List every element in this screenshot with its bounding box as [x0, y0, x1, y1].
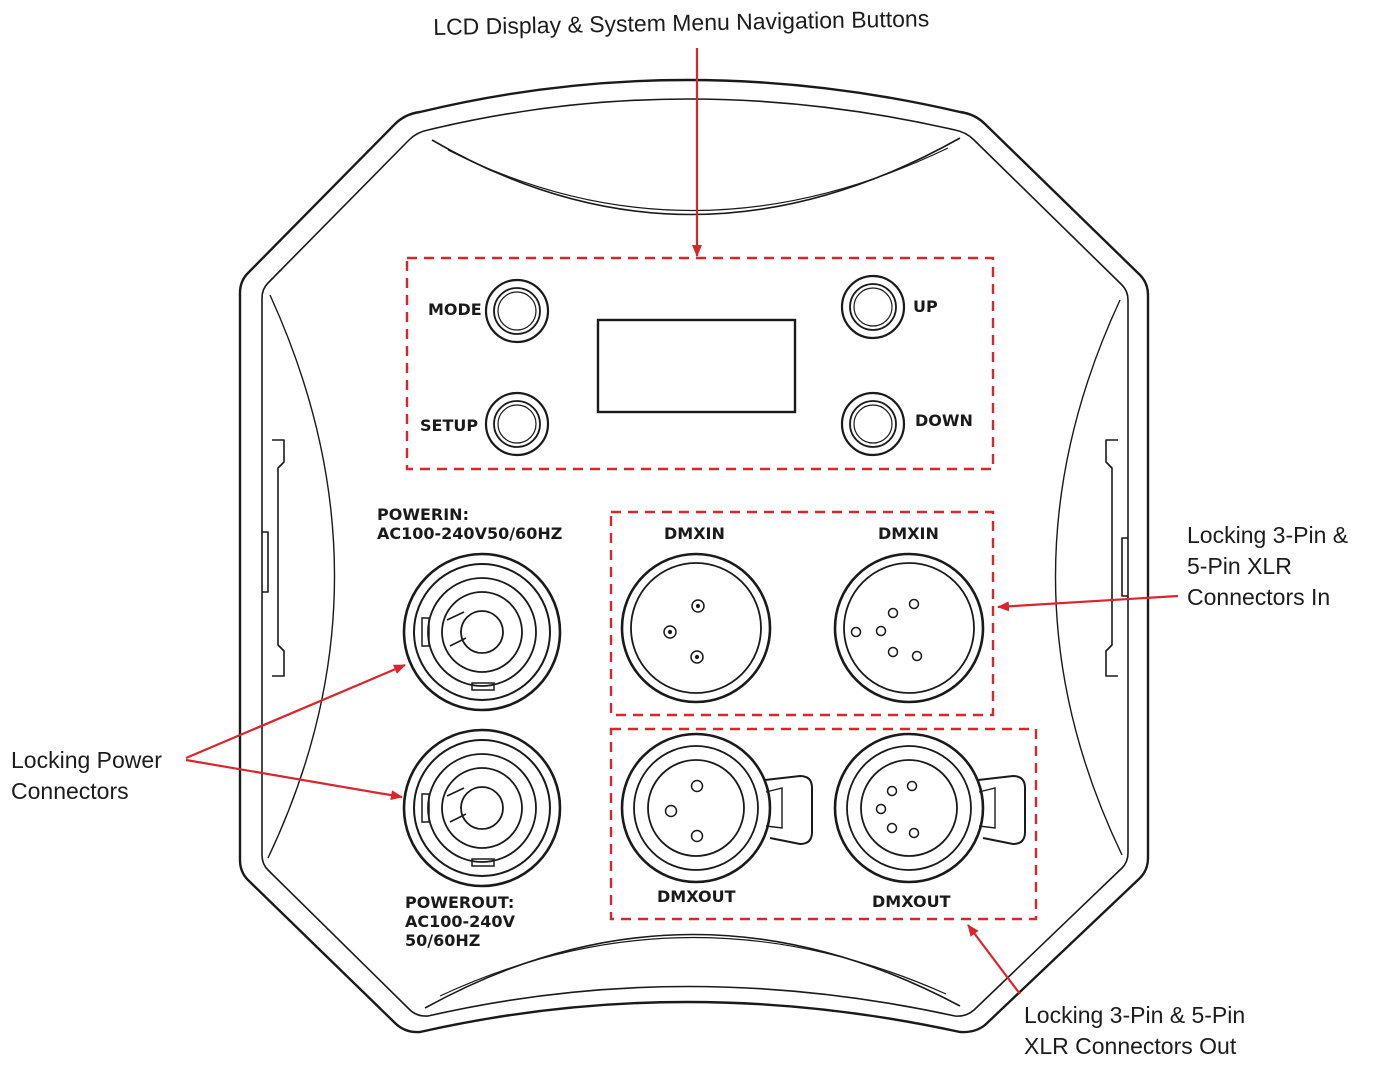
xlr-out-group-box [609, 727, 1038, 921]
power-in-label: POWERIN: AC100-240V50/60HZ [377, 505, 563, 543]
setup-button[interactable] [484, 391, 550, 457]
power-in-connector[interactable] [402, 552, 562, 712]
power-callout-label: Locking Power Connectors [11, 747, 162, 804]
dmx-out-3pin-connector[interactable] [620, 732, 813, 884]
dmx-out-5pin-label: DMXOUT [872, 892, 951, 911]
power-in-callout-arrow [185, 663, 406, 760]
mode-button[interactable] [484, 278, 550, 344]
lcd-display [596, 318, 797, 414]
xlr-out-callout-arrow [967, 924, 1021, 995]
xlr-in-callout-arrow [997, 594, 1179, 612]
dmx-in-3pin-label: DMXIN [664, 524, 725, 543]
down-button-label: DOWN [915, 411, 973, 430]
dmx-out-5pin-connector[interactable] [833, 732, 1026, 884]
dmx-out-3pin-label: DMXOUT [657, 887, 736, 906]
setup-button-label: SETUP [420, 416, 479, 435]
up-button-label: UP [913, 297, 938, 316]
housing [238, 78, 1150, 1034]
xlr-in-callout-label: Locking 3-Pin & 5-Pin XLR Connectors In [1187, 522, 1349, 610]
dmx-in-5pin-label: DMXIN [878, 524, 939, 543]
down-button[interactable] [840, 391, 906, 457]
power-out-connector[interactable] [402, 728, 562, 888]
mode-button-label: MODE [428, 300, 482, 319]
power-out-label: POWEROUT: AC100-240V 50/60HZ [405, 893, 515, 950]
dmx-in-3pin-connector[interactable] [620, 552, 772, 704]
dmx-in-5pin-connector[interactable] [833, 552, 985, 704]
power-out-callout-arrow [185, 758, 403, 801]
xlr-in-group-box [609, 510, 995, 717]
up-button[interactable] [840, 274, 906, 340]
controls-group-box [405, 256, 995, 471]
xlr-out-callout-label: Locking 3-Pin & 5-Pin XLR Connectors Out [1024, 1002, 1246, 1059]
